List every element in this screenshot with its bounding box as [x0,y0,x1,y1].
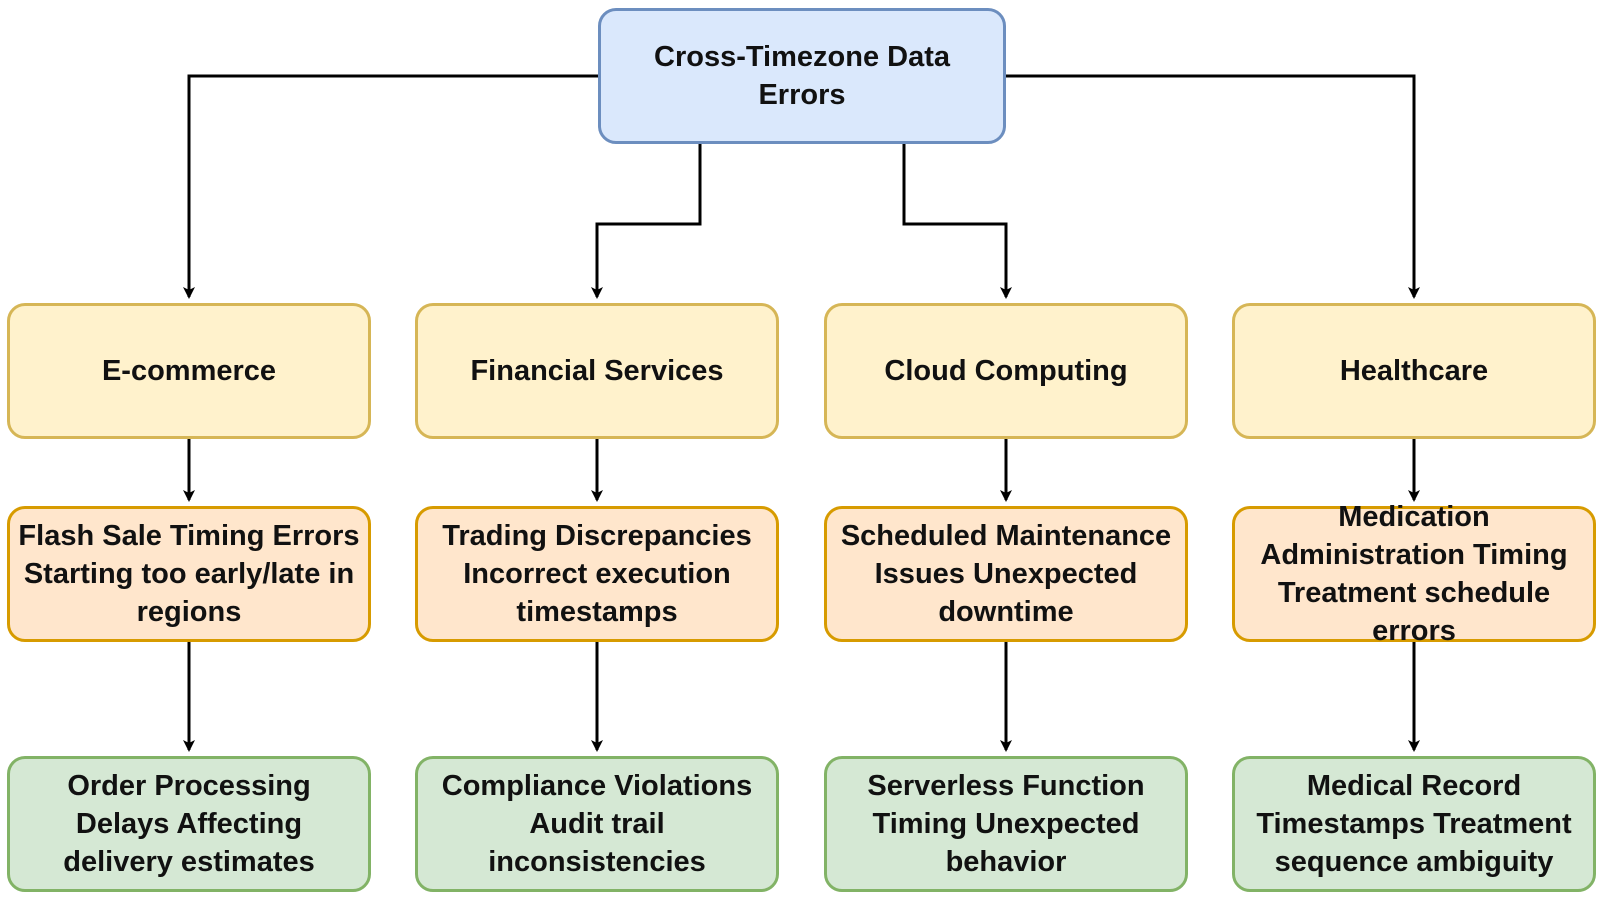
edge-root-financial [591,144,702,299]
domain-label: Financial Services [470,355,724,387]
edge-root-ecommerce [183,74,598,299]
impact-node-healthcare: Medical Record Timestamps Treatment sequ… [1232,756,1596,892]
edge-root-cloud [902,144,1012,299]
domain-label: Healthcare [1339,355,1489,387]
impact-node-ecommerce: Order Processing Delays Affecting delive… [7,756,371,892]
issue-label: Medication Administration Timing Treatme… [1260,501,1568,647]
impact-node-cloud-computing: Serverless Function Timing Unexpected be… [824,756,1188,892]
issue-label: Trading Discrepancies Incorrect executio… [442,520,752,628]
issue-node-ecommerce: Flash Sale Timing Errors Starting too ea… [7,506,371,642]
domain-node-cloud-computing: Cloud Computing [824,303,1188,439]
issue-node-healthcare: Medication Administration Timing Treatme… [1232,501,1596,647]
domain-node-ecommerce: E-commerce [7,303,371,439]
issue-node-financial-services: Trading Discrepancies Incorrect executio… [415,506,779,642]
impact-label: Order Processing Delays Affecting delive… [63,770,315,878]
impact-label: Medical Record Timestamps Treatment sequ… [1256,770,1572,878]
domain-label: E-commerce [101,355,277,387]
domain-label: Cloud Computing [884,355,1128,387]
root-label: Cross-Timezone Data Errors [654,41,950,111]
impact-node-financial-services: Compliance Violations Audit trail incons… [415,756,779,892]
impact-label: Serverless Function Timing Unexpected be… [867,770,1145,878]
issue-node-cloud-computing: Scheduled Maintenance Issues Unexpected … [824,506,1188,642]
impact-label: Compliance Violations Audit trail incons… [441,770,753,878]
issue-label: Flash Sale Timing Errors Starting too ea… [18,520,360,628]
root-node: Cross-Timezone Data Errors [598,8,1006,144]
edge-root-healthcare [1006,74,1420,299]
domain-node-healthcare: Healthcare [1232,303,1596,439]
issue-label: Scheduled Maintenance Issues Unexpected … [840,520,1172,628]
domain-node-financial-services: Financial Services [415,303,779,439]
